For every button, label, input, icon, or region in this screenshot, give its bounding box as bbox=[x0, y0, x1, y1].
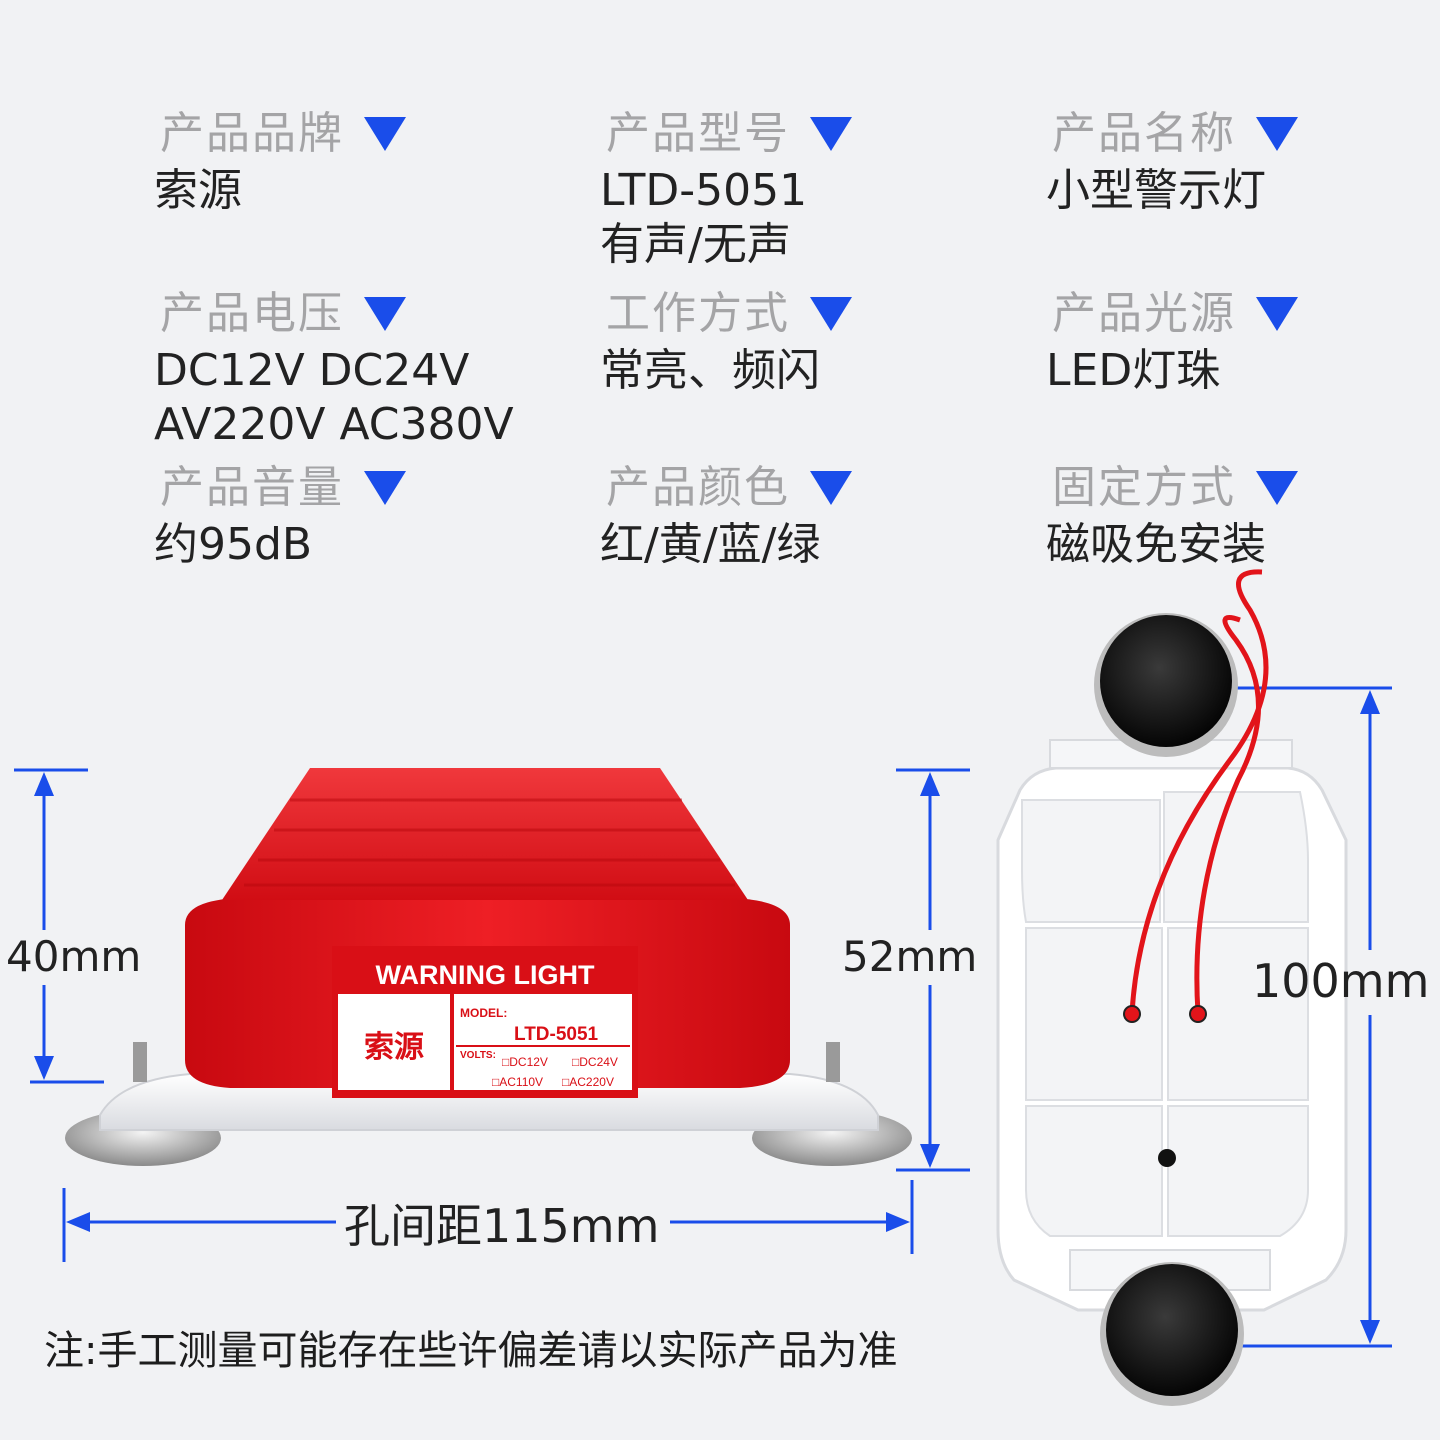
spec-label: 产品电压 bbox=[160, 288, 344, 339]
warning-light-bottom-view bbox=[996, 569, 1348, 1406]
spec-label: 固定方式 bbox=[1052, 462, 1236, 513]
spec-value: 小型警示灯 bbox=[1046, 165, 1266, 216]
triangle-down-icon bbox=[364, 297, 406, 331]
triangle-down-icon bbox=[810, 117, 852, 151]
spec-value: 常亮、频闪 bbox=[600, 345, 820, 396]
spec-value: 索源 bbox=[154, 165, 242, 216]
spec-value: DC12V DC24V AV220V AC380V bbox=[154, 345, 514, 450]
label-volts-caption: VOLTS: bbox=[460, 1050, 496, 1061]
triangle-down-icon bbox=[364, 117, 406, 151]
spec-label: 产品型号 bbox=[606, 108, 790, 159]
spec-label: 工作方式 bbox=[606, 288, 790, 339]
wire bbox=[1129, 569, 1269, 1014]
label-brand: 索源 bbox=[364, 1030, 424, 1065]
screw-left bbox=[133, 1042, 147, 1082]
spec-value: LED灯珠 bbox=[1046, 345, 1221, 396]
spec-voltage: 产品电压 DC12V DC24V AV220V AC380V bbox=[154, 286, 514, 452]
spec-volume: 产品音量 约95dB bbox=[154, 460, 406, 572]
label-model-caption: MODEL: bbox=[460, 1006, 507, 1020]
spec-light-source: 产品光源 LED灯珠 bbox=[1046, 286, 1298, 398]
triangle-down-icon bbox=[810, 297, 852, 331]
spec-value: 红/黄/蓝/绿 bbox=[600, 519, 821, 570]
label-volt-option: □AC110V bbox=[492, 1075, 543, 1089]
spec-value: LTD-5051 有声/无声 bbox=[600, 165, 808, 270]
label-title: WARNING LIGHT bbox=[376, 960, 595, 990]
dim-hole-spacing: 孔间距115mm bbox=[344, 1199, 660, 1253]
screw-right bbox=[826, 1042, 840, 1082]
spec-label: 产品颜色 bbox=[606, 462, 790, 513]
label-volt-option: □AC220V bbox=[562, 1075, 614, 1089]
triangle-down-icon bbox=[1256, 117, 1298, 151]
spec-name: 产品名称 小型警示灯 bbox=[1046, 106, 1298, 218]
spec-value: 磁吸免安装 bbox=[1046, 519, 1266, 570]
triangle-down-icon bbox=[810, 471, 852, 505]
spec-color: 产品颜色 红/黄/蓝/绿 bbox=[600, 460, 852, 572]
label-volt-option: □DC12V bbox=[502, 1055, 548, 1069]
triangle-down-icon bbox=[1256, 297, 1298, 331]
triangle-down-icon bbox=[364, 471, 406, 505]
label-model: LTD-5051 bbox=[514, 1024, 599, 1045]
dim-length: 100mm bbox=[1252, 954, 1430, 1008]
dim-height-body: 40mm bbox=[6, 932, 142, 981]
triangle-down-icon bbox=[1256, 471, 1298, 505]
spec-brand: 产品品牌 索源 bbox=[154, 106, 406, 218]
spec-label: 产品品牌 bbox=[160, 108, 344, 159]
light-dome bbox=[222, 768, 748, 900]
spec-label: 产品光源 bbox=[1052, 288, 1236, 339]
spec-mode: 工作方式 常亮、频闪 bbox=[600, 286, 852, 398]
spec-label: 产品音量 bbox=[160, 462, 344, 513]
spec-value: 约95dB bbox=[154, 519, 313, 570]
dim-height-total: 52mm bbox=[842, 932, 978, 981]
wire bbox=[1194, 615, 1261, 1014]
spec-mounting: 固定方式 磁吸免安装 bbox=[1046, 460, 1298, 572]
screw-hole bbox=[1158, 1149, 1176, 1167]
measurement-note: 注:手工测量可能存在些许偏差请以实际产品为准 bbox=[44, 1328, 898, 1374]
warning-light-side-view: WARNING LIGHT 索源 MODEL: LTD-5051 VOLTS: … bbox=[65, 768, 912, 1166]
spec-label: 产品名称 bbox=[1052, 108, 1236, 159]
label-volt-option: □DC24V bbox=[572, 1055, 618, 1069]
spec-model: 产品型号 LTD-5051 有声/无声 bbox=[600, 106, 852, 272]
